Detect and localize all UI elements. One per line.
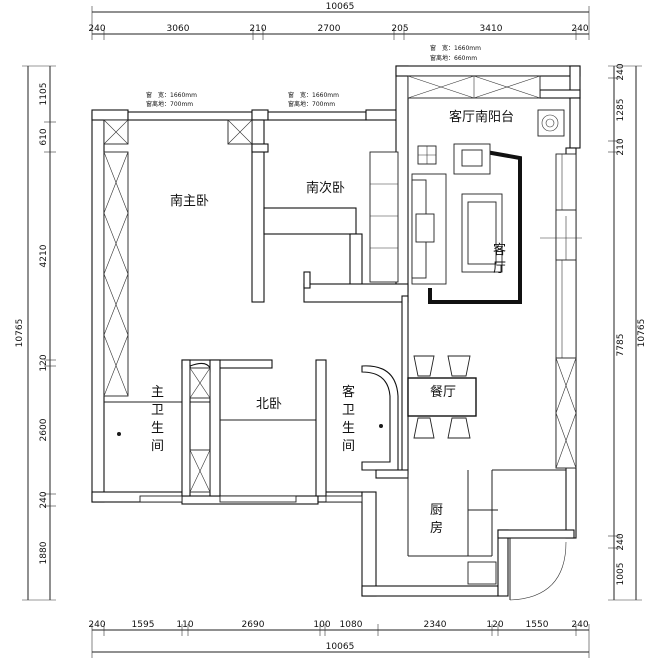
- living-room-furniture: [411, 109, 565, 304]
- bottom-dim-4: 2690: [242, 620, 265, 630]
- second-window-sill: 窗离地：700mm: [288, 100, 335, 108]
- left-dim-5: 2600: [39, 418, 49, 441]
- top-dimensions: 10065 240 3060 210 2700 205 3410 240: [88, 2, 590, 40]
- master-window-width: 窗 宽：1660mm: [146, 91, 197, 99]
- second-bedroom-wardrobe: [369, 151, 399, 283]
- bottom-dim-1: 240: [88, 620, 105, 630]
- left-dim-3: 4210: [39, 244, 49, 267]
- walls: [91, 65, 581, 597]
- kitchen-door: [509, 538, 567, 601]
- right-dim-4: 240: [616, 533, 626, 550]
- left-dim-6: 240: [39, 491, 49, 508]
- right-inner-total-dim: 7785: [616, 334, 626, 357]
- label-guest-bath: 客卫生间: [342, 384, 355, 454]
- right-dimensions: 240 1285 210 7785 240 1005 10765: [608, 63, 647, 601]
- label-living-room: 客厅: [493, 242, 506, 276]
- bottom-dim-3: 110: [176, 620, 193, 630]
- right-dim-1: 240: [616, 63, 626, 80]
- top-dim-7: 240: [571, 24, 588, 34]
- bottom-dimensions: 240 1595 110 2690 100 1080 2340 120 1550…: [88, 620, 590, 658]
- bottom-total-dim: 10065: [326, 642, 355, 652]
- label-second-bedroom: 南次卧: [306, 180, 345, 196]
- top-dim-4: 2700: [318, 24, 341, 34]
- label-master-bath: 主卫生间: [151, 385, 164, 454]
- window-notes: 窗 宽：1660mm 窗离地：660mm 窗 宽：1660mm 窗离地：700m…: [146, 44, 481, 108]
- top-dim-1: 240: [88, 24, 105, 34]
- bottom-dim-6: 1080: [340, 620, 363, 630]
- balcony-window-width: 窗 宽：1660mm: [430, 44, 481, 52]
- left-total-dim: 10765: [15, 319, 25, 348]
- left-dimensions: 10765 1105 610 4210 120 2600 240 1880: [15, 65, 56, 601]
- second-window-width: 窗 宽：1660mm: [288, 91, 339, 99]
- bottom-dim-5: 100: [313, 620, 330, 630]
- balcony-window-sill: 窗离地：660mm: [430, 54, 477, 62]
- right-dim-5: 1005: [616, 563, 626, 586]
- right-dim-2: 1285: [616, 99, 626, 122]
- left-dim-7: 1880: [39, 541, 49, 564]
- bottom-dim-7: 2340: [424, 620, 447, 630]
- label-north-bedroom: 北卧: [256, 397, 282, 412]
- bottom-dim-9: 1550: [526, 620, 549, 630]
- room-labels: 客厅南阳台 南主卧 南次卧 北卧 餐厅 客厅 主卫生间 客卫生间 厨房: [151, 109, 514, 536]
- label-living-balcony: 客厅南阳台: [449, 109, 514, 125]
- top-dim-5: 205: [391, 24, 408, 34]
- label-master-bedroom: 南主卧: [170, 193, 209, 209]
- right-total-dim: 10765: [637, 319, 647, 348]
- bottom-dim-10: 240: [571, 620, 588, 630]
- left-dim-1: 1105: [39, 83, 49, 106]
- left-dim-2: 610: [39, 128, 49, 145]
- master-window-sill: 窗离地：700mm: [146, 100, 193, 108]
- bottom-dim-2: 1595: [132, 620, 155, 630]
- left-dim-4: 120: [39, 354, 49, 371]
- top-total-dim: 10065: [326, 2, 355, 12]
- bath-fixtures: [117, 424, 383, 436]
- right-dim-3: 210: [616, 138, 626, 155]
- dining-set: [407, 355, 477, 439]
- top-dim-6: 3410: [480, 24, 503, 34]
- top-dim-3: 210: [249, 24, 266, 34]
- windows: [103, 75, 582, 503]
- label-dining-room: 餐厅: [430, 384, 456, 400]
- top-dim-2: 3060: [167, 24, 190, 34]
- bottom-dim-8: 120: [486, 620, 503, 630]
- label-kitchen: 厨房: [430, 503, 443, 536]
